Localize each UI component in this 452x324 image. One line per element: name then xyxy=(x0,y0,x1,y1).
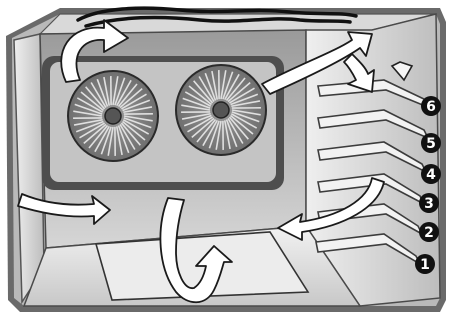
shelf-level-label: 1 xyxy=(420,257,430,273)
shelf-level-badge: 2 xyxy=(419,222,439,242)
fan-icon xyxy=(68,71,158,161)
shelf-level-label: 2 xyxy=(424,225,434,241)
shelf-level-badge: 6 xyxy=(421,96,441,116)
shelf-level-badge: 5 xyxy=(421,133,441,153)
shelf-level-badge: 4 xyxy=(421,164,441,184)
shelf-level-label: 5 xyxy=(426,136,436,152)
shelf-level-label: 3 xyxy=(424,196,434,212)
shelf-level-badge: 3 xyxy=(419,193,439,213)
shelf-level-badge: 1 xyxy=(415,254,435,274)
fan-icon xyxy=(176,65,266,155)
shelf-level-label: 4 xyxy=(426,167,436,183)
shelf-level-label: 6 xyxy=(426,99,436,115)
